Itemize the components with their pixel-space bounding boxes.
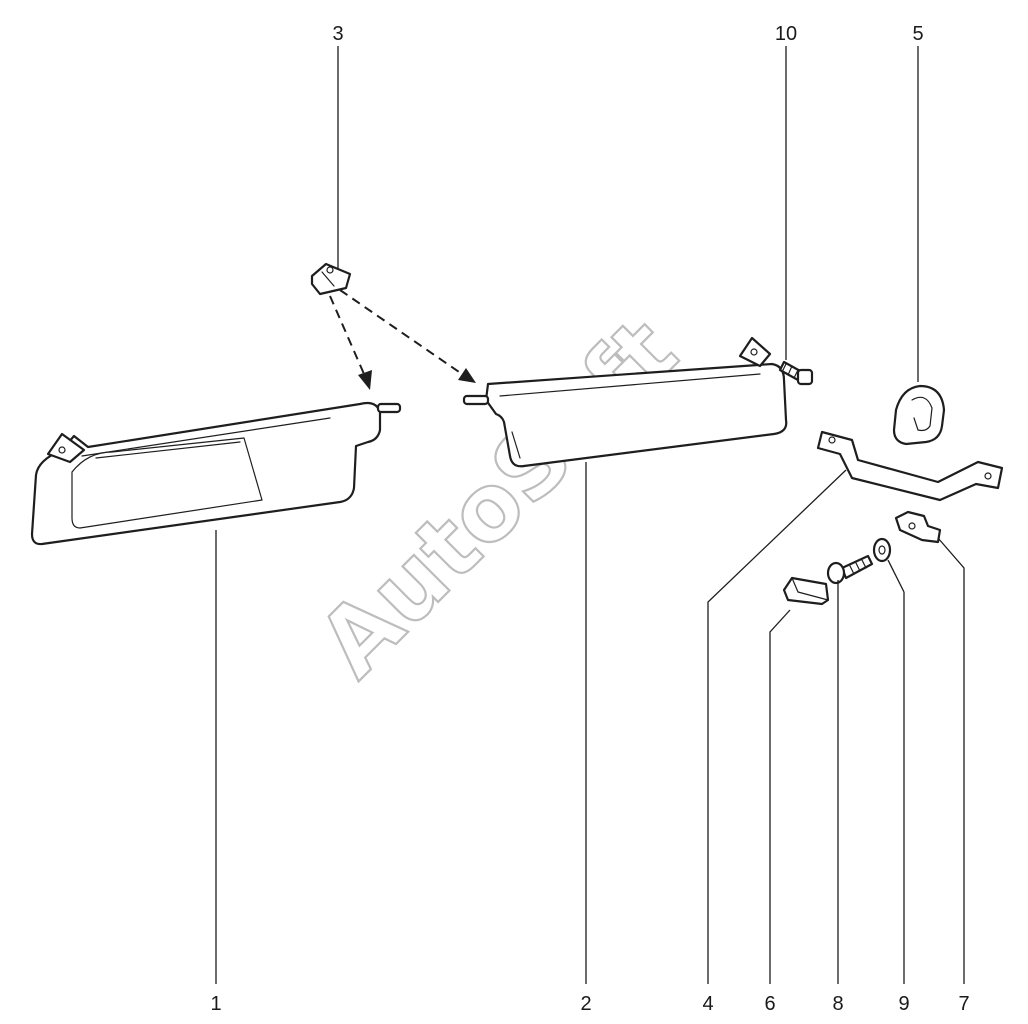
callout-1: 1 (210, 993, 221, 1015)
sun-visor-left (30, 401, 402, 546)
callout-labels: 3 10 5 1 2 4 6 8 9 7 (210, 23, 969, 1015)
visor-mount-clip (310, 262, 352, 296)
callout-6: 6 (764, 993, 775, 1015)
callout-4: 4 (702, 993, 713, 1015)
screw-cap (782, 576, 830, 606)
callout-8: 8 (832, 993, 843, 1015)
screw-part-10 (778, 360, 814, 386)
screw-part-8 (826, 554, 874, 585)
callout-10: 10 (775, 23, 797, 45)
grab-handle (816, 430, 1004, 502)
callout-9: 9 (898, 993, 909, 1015)
handle-bracket (894, 510, 942, 544)
washer (872, 537, 892, 563)
callout-3: 3 (332, 23, 343, 45)
callout-7: 7 (958, 993, 969, 1015)
callout-2: 2 (580, 993, 591, 1015)
assembly-arrows (329, 289, 476, 390)
visor-retaining-hook (892, 384, 946, 446)
leader-lines (215, 46, 965, 984)
sun-visor-right (462, 336, 788, 468)
callout-5: 5 (912, 23, 923, 45)
